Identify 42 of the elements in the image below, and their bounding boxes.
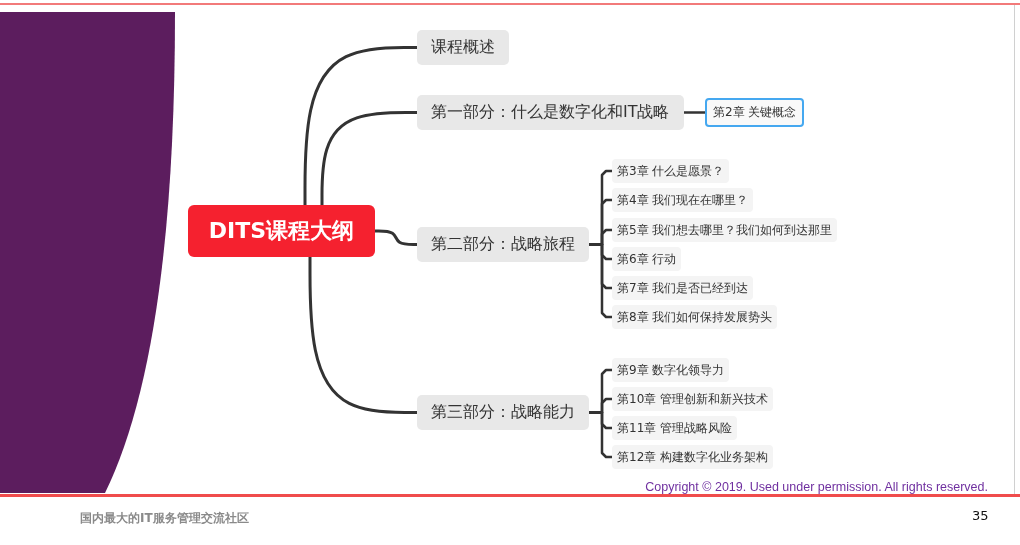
subtopic-box	[612, 159, 730, 183]
subtopic-label: 第7章 我们是否已经到达	[617, 279, 749, 297]
subtopic-box	[612, 305, 778, 329]
root-topic-box	[188, 205, 375, 257]
subtopic-box	[612, 188, 754, 212]
connector-line	[587, 243, 614, 319]
topic-label: 第三部分：战略能力	[431, 402, 575, 423]
connector-line	[373, 229, 419, 246]
copyright-notice: Copyright © 2019. Used under permission. All rights reserved.	[645, 480, 988, 494]
subtopic-box	[612, 445, 774, 469]
connector-line	[303, 46, 419, 207]
subtopic-label: 第8章 我们如何保持发展势头	[617, 308, 773, 326]
subtopic-box	[612, 218, 838, 242]
topic-box	[417, 395, 589, 430]
subtopic-box	[705, 98, 805, 127]
subtopic-label: 第6章 行动	[617, 250, 677, 268]
subtopic-box	[612, 247, 682, 271]
connector-line	[587, 411, 614, 459]
subtopic-label: 第9章 数字化领导力	[617, 361, 725, 379]
subtopic-label: 第5章 我们想去哪里？我们如何到达那里	[617, 221, 833, 239]
topic-box	[417, 30, 509, 65]
subtopic-box	[612, 387, 774, 411]
subtopic-box	[612, 416, 738, 440]
subtopic-box	[612, 358, 730, 382]
topic-label: 课程概述	[431, 37, 495, 58]
topic-box	[417, 95, 684, 130]
connector-line	[320, 111, 419, 207]
subtopic-label: 第10章 管理创新和新兴技术	[617, 390, 769, 408]
root-topic-label: DITS课程大纲	[208, 217, 355, 245]
topic-label: 第一部分：什么是数字化和IT战略	[431, 102, 670, 123]
connector-line	[308, 255, 419, 414]
subtopic-box	[612, 276, 754, 300]
subtopic-label: 第11章 管理战略风险	[617, 419, 733, 437]
topic-box	[417, 227, 589, 262]
subtopic-label: 第2章 关键概念	[713, 104, 797, 121]
topic-label: 第二部分：战略旅程	[431, 234, 575, 255]
subtopic-label: 第12章 构建数字化业务架构	[617, 448, 769, 466]
subtopic-label: 第4章 我们现在在哪里？	[617, 191, 749, 209]
connector-line	[682, 111, 707, 114]
page-number: 35	[972, 508, 989, 523]
subtopic-label: 第3章 什么是愿景？	[617, 162, 725, 180]
footer-tagline: 国内最大的IT服务管理交流社区	[80, 510, 249, 527]
